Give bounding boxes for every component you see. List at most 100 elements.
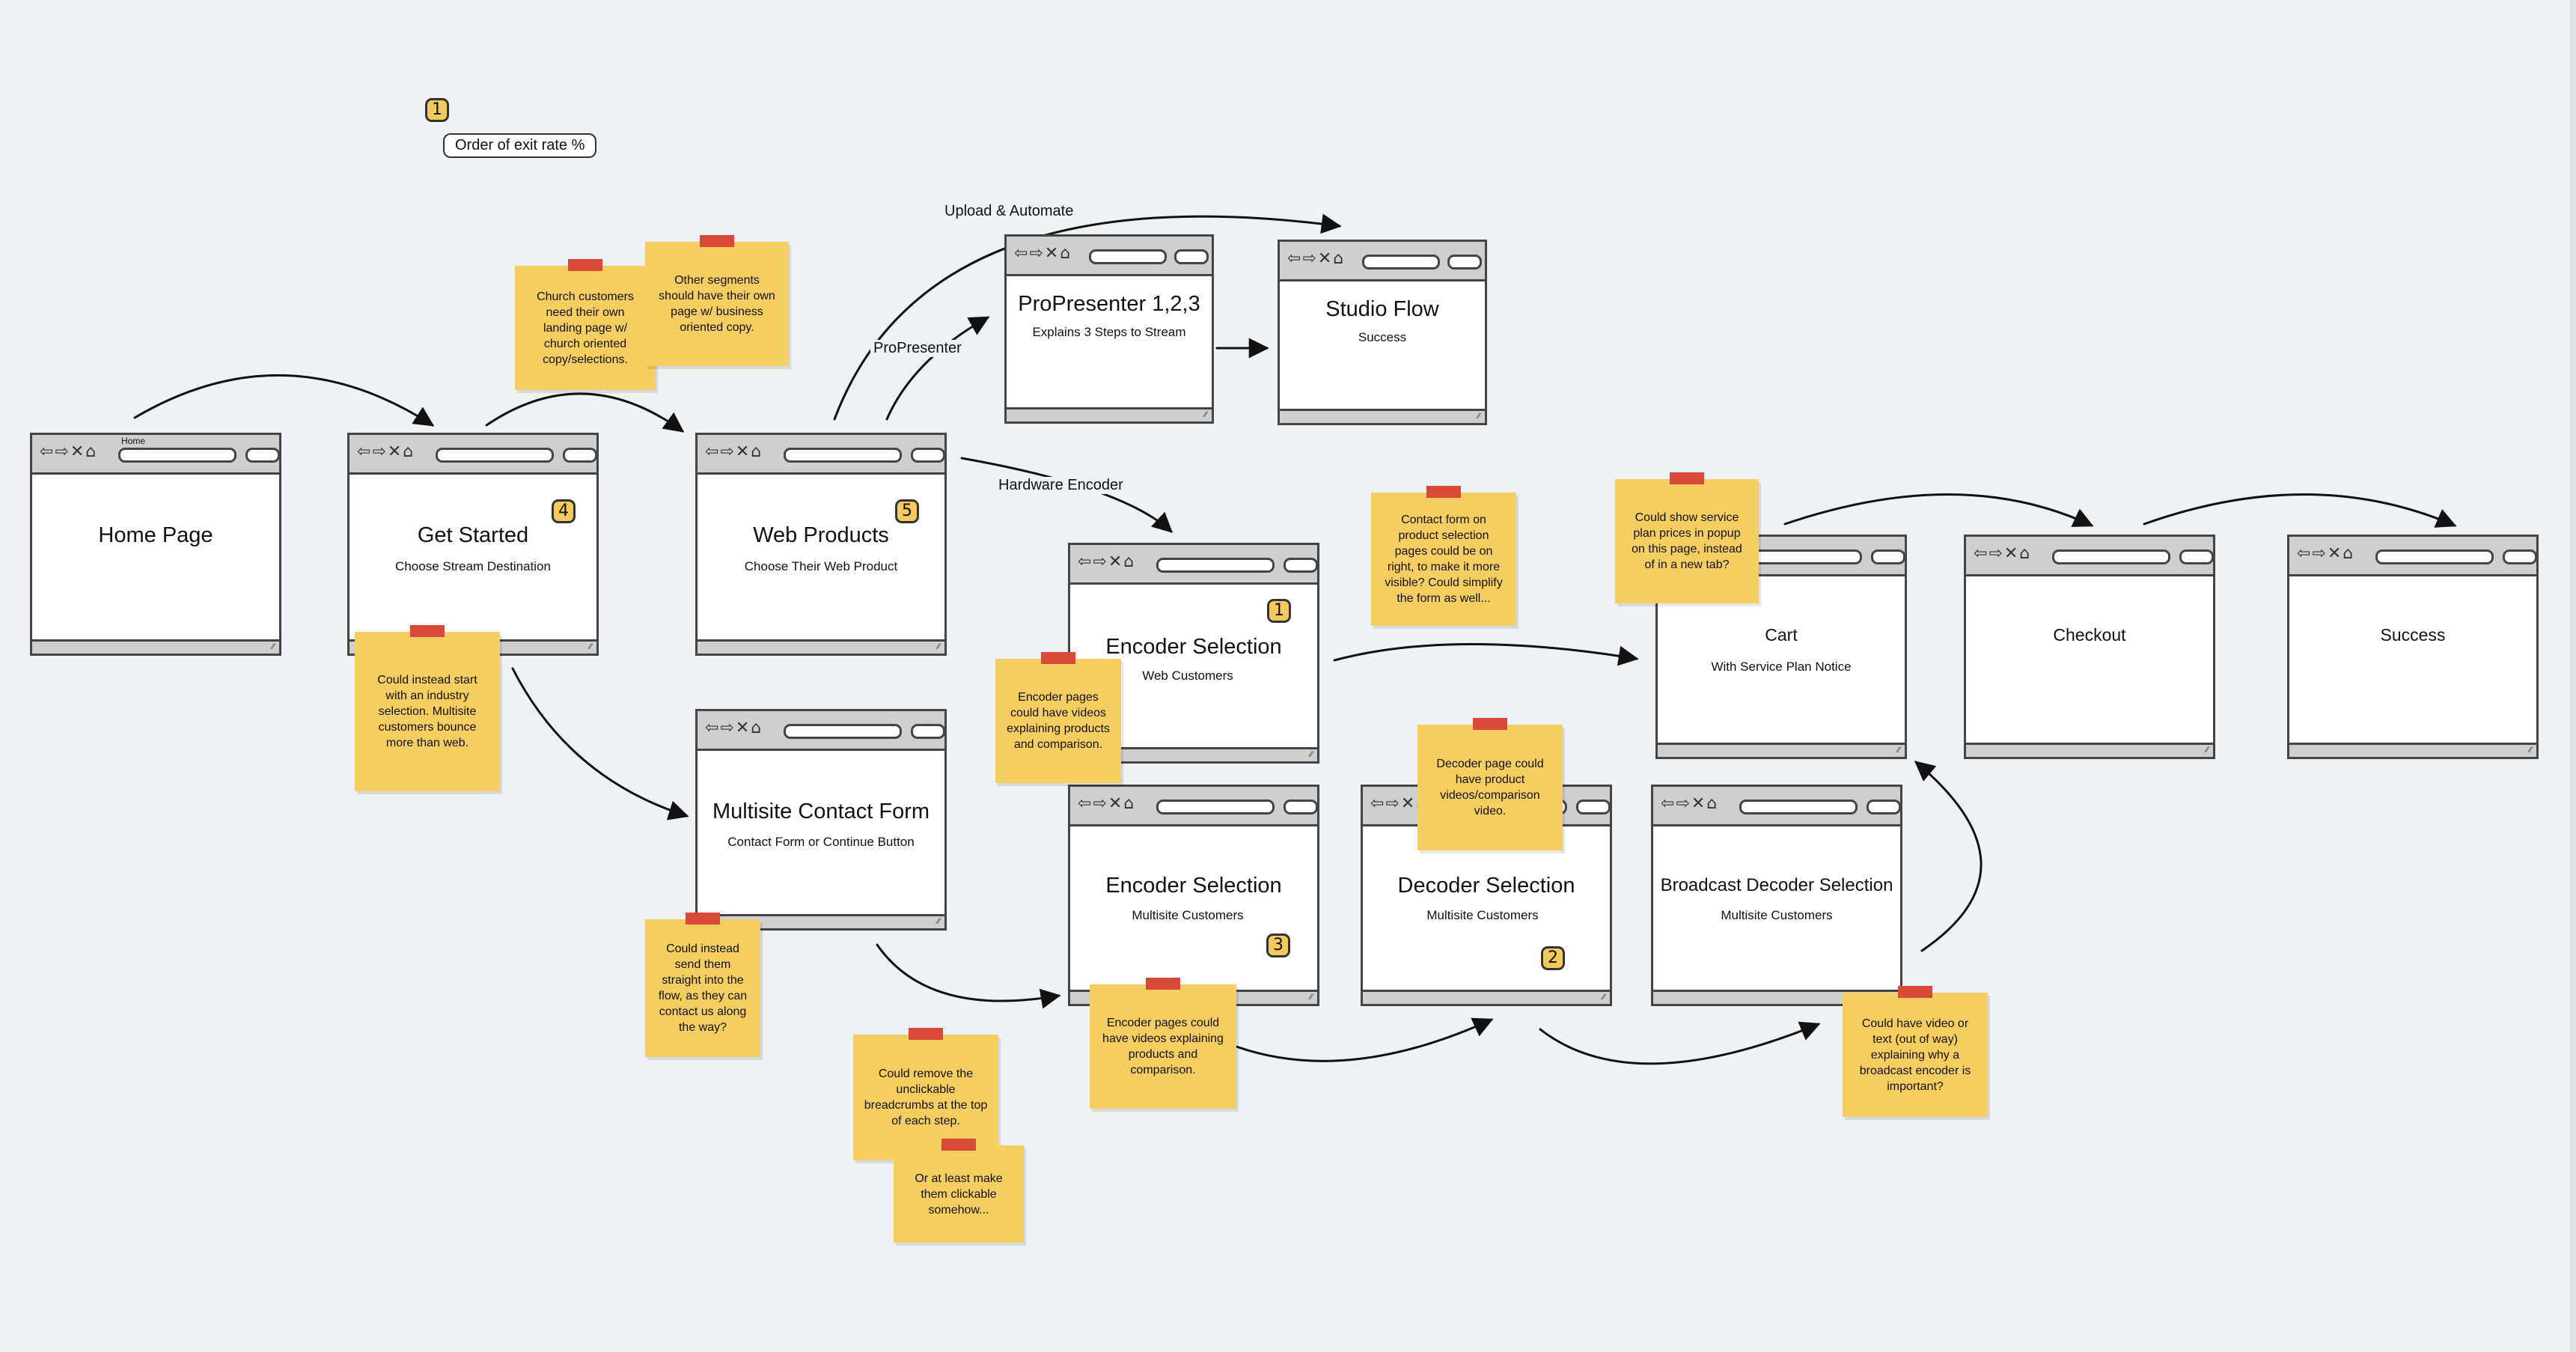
url-bar <box>2375 549 2494 564</box>
window-propresenter[interactable]: ⇦⇨✕⌂ ProPresenter 1,2,3 Explains 3 Steps… <box>1004 234 1214 424</box>
arrow-web-products-to-encoder-web <box>960 457 1173 533</box>
arrow-get-started-to-multisite-form <box>511 667 689 820</box>
browser-nav-icons: ⇦⇨✕⌂ <box>1287 249 1346 268</box>
arrow-encoder-web-to-cart <box>1333 642 1639 666</box>
window-footer: ⁄⁄ <box>32 639 279 654</box>
exit-rate-badge: 1 <box>1267 599 1291 623</box>
note-tape <box>1473 718 1507 730</box>
window-subtitle: Web Customers <box>1142 669 1233 683</box>
browser-button <box>1284 800 1318 814</box>
arrow-label-propresenter: ProPresenter <box>870 340 965 357</box>
window-footer: ⁄⁄ <box>1658 743 1905 757</box>
window-success[interactable]: ⇦⇨✕⌂ Success ⁄⁄ <box>2287 535 2539 759</box>
browser-nav-icons: ⇦⇨✕⌂ <box>1078 794 1136 813</box>
window-footer: ⁄⁄ <box>1363 990 1610 1004</box>
exit-rate-badge: 2 <box>1541 946 1565 970</box>
url-bar <box>1362 255 1440 270</box>
note-text: Could instead start with an industry sel… <box>377 674 477 749</box>
url-bar <box>2052 549 2170 564</box>
url-bar <box>436 448 554 463</box>
note-text: Decoder page could have product videos/c… <box>1436 758 1544 817</box>
window-studio-flow[interactable]: ⇦⇨✕⌂ Studio Flow Success ⁄⁄ <box>1278 240 1487 425</box>
url-bar <box>1156 800 1275 814</box>
exit-rate-badge: 4 <box>552 499 576 523</box>
sticky-note-decoder-video[interactable]: Decoder page could have product videos/c… <box>1417 718 1563 850</box>
browser-nav-icons: ⇦⇨✕⌂ <box>1370 794 1429 813</box>
browser-button <box>1871 549 1905 564</box>
arrow-cart-to-checkout <box>1783 493 2094 527</box>
window-home-page[interactable]: Home ⇦⇨✕⌂ Home Page ⁄⁄ <box>30 433 281 656</box>
window-toolbar: ⇦⇨✕⌂ <box>698 711 945 751</box>
window-subtitle: Multisite Customers <box>1721 908 1833 922</box>
browser-nav-icons: ⇦⇨✕⌂ <box>1661 794 1719 813</box>
window-footer: ⁄⁄ <box>1070 747 1317 761</box>
url-bar <box>118 448 236 463</box>
window-subtitle: With Service Plan Notice <box>1711 660 1852 674</box>
window-broadcast-decoder-selection[interactable]: ⇦⇨✕⌂ Broadcast Decoder Selection Multisi… <box>1651 785 1902 1006</box>
url-bar <box>1089 249 1167 264</box>
vertical-scrollbar[interactable] <box>2570 0 2576 1352</box>
window-multisite-contact-form[interactable]: ⇦⇨✕⌂ Multisite Contact Form Contact Form… <box>695 709 947 931</box>
arrow-decoder-to-broadcast <box>1539 1021 1821 1065</box>
window-footer: ⁄⁄ <box>2289 743 2536 757</box>
sticky-note-straight-into-flow[interactable]: Could instead send them straight into th… <box>645 913 760 1057</box>
note-text: Encoder pages could have videos explaini… <box>1007 691 1110 751</box>
sticky-note-segments[interactable]: Other segments should have their own pag… <box>645 235 789 366</box>
note-text: Church customers need their own landing … <box>537 290 634 366</box>
sticky-note-church[interactable]: Church customers need their own landing … <box>515 259 656 390</box>
sticky-note-industry[interactable]: Could instead start with an industry sel… <box>355 625 500 791</box>
browser-button <box>563 448 597 463</box>
arrow-get-started-to-web-products <box>485 392 685 433</box>
sticky-note-service-plan[interactable]: Could show service plan prices in popup … <box>1615 472 1759 603</box>
window-subtitle: Success <box>1358 330 1407 344</box>
browser-button <box>911 448 945 463</box>
note-tape <box>1670 472 1704 484</box>
window-subtitle: Multisite Customers <box>1132 908 1244 922</box>
sticky-note-encoder-videos-multisite[interactable]: Encoder pages could have videos explaini… <box>1090 978 1236 1109</box>
arrow-web-products-to-propresenter <box>885 316 990 421</box>
window-toolbar: ⇦⇨✕⌂ <box>1966 537 2214 576</box>
window-toolbar: ⇦⇨✕⌂ <box>1280 242 1485 281</box>
note-text: Could show service plan prices in popup … <box>1632 511 1742 571</box>
note-text: Or at least make them clickable somehow.… <box>915 1172 1003 1217</box>
arrow-label-upload: Upload & Automate <box>941 203 1077 220</box>
window-subtitle: Explains 3 Steps to Stream <box>1032 325 1186 339</box>
note-tape <box>1041 652 1075 664</box>
sticky-note-broadcast-video[interactable]: Could have video or text (out of way) ex… <box>1843 986 1988 1117</box>
window-toolbar: ⇦⇨✕⌂ <box>698 435 945 475</box>
window-title: Encoder Selection <box>1105 874 1282 898</box>
browser-button <box>1867 800 1901 814</box>
note-text: Other segments should have their own pag… <box>659 274 775 334</box>
sticky-note-clickable[interactable]: Or at least make them clickable somehow.… <box>894 1139 1024 1243</box>
window-title: Success <box>2380 625 2446 645</box>
sticky-note-encoder-videos-web[interactable]: Encoder pages could have videos explaini… <box>995 652 1121 783</box>
note-tape <box>1146 978 1180 990</box>
browser-nav-icons: ⇦⇨✕⌂ <box>705 442 763 461</box>
window-title: Get Started <box>417 523 529 547</box>
window-title: Studio Flow <box>1325 297 1439 321</box>
window-checkout[interactable]: ⇦⇨✕⌂ Checkout ⁄⁄ <box>1964 535 2215 759</box>
window-get-started[interactable]: ⇦⇨✕⌂ 4 Get Started Choose Stream Destina… <box>347 433 599 656</box>
browser-nav-icons: ⇦⇨✕⌂ <box>705 719 763 737</box>
browser-nav-icons: ⇦⇨✕⌂ <box>1974 544 2032 563</box>
browser-nav-icons: ⇦⇨✕⌂ <box>40 442 98 461</box>
window-subtitle: Contact Form or Continue Button <box>727 835 915 849</box>
window-footer: ⁄⁄ <box>1966 743 2213 757</box>
browser-button <box>1174 249 1209 264</box>
window-title: Encoder Selection <box>1105 635 1282 659</box>
browser-nav-icons: ⇦⇨✕⌂ <box>357 442 415 461</box>
window-title: Cart <box>1765 625 1798 645</box>
note-tape <box>700 235 734 247</box>
note-text: Contact form on product selection pages … <box>1385 514 1503 605</box>
exit-rate-badge: 3 <box>1266 934 1290 957</box>
sticky-note-breadcrumbs[interactable]: Could remove the unclickable breadcrumbs… <box>853 1028 998 1160</box>
window-title: Decoder Selection <box>1397 874 1575 898</box>
window-subtitle: Choose Stream Destination <box>395 559 551 573</box>
window-footer: ⁄⁄ <box>1007 407 1212 421</box>
window-web-products[interactable]: ⇦⇨✕⌂ 5 Web Products Choose Their Web Pro… <box>695 433 947 656</box>
browser-button <box>2179 549 2214 564</box>
window-encoder-selection-multisite[interactable]: ⇦⇨✕⌂ Encoder Selection Multisite Custome… <box>1068 785 1319 1006</box>
note-tape <box>941 1139 976 1151</box>
sticky-note-contact-on-right[interactable]: Contact form on product selection pages … <box>1371 486 1516 626</box>
